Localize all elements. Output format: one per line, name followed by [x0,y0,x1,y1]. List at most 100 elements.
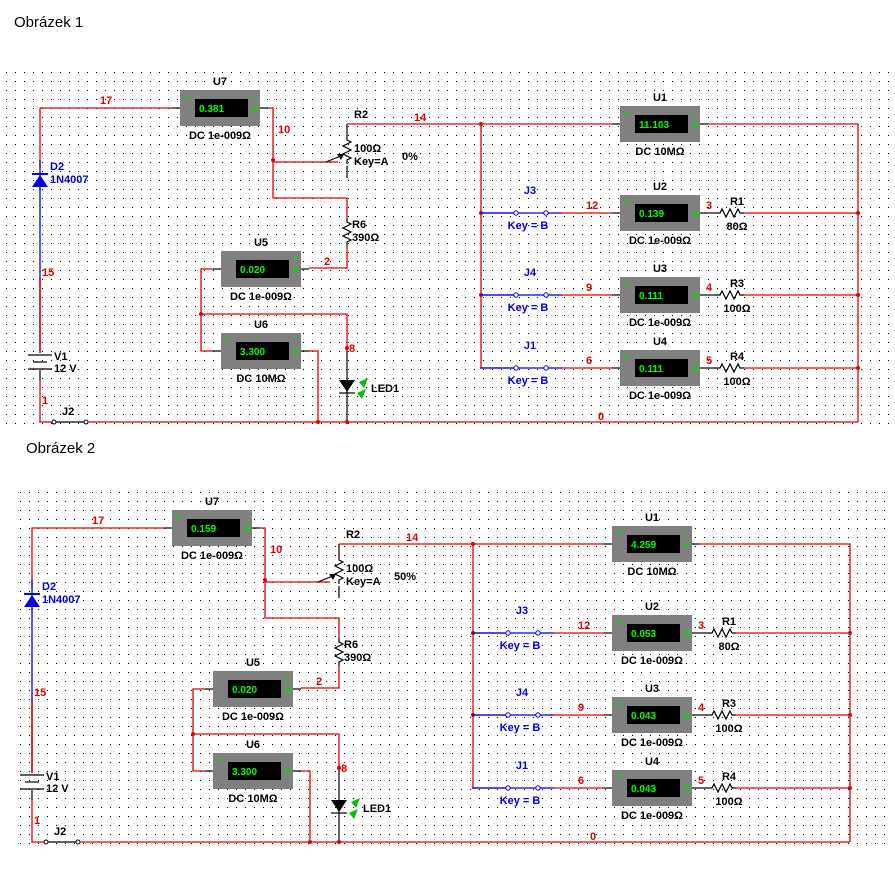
grid-dot [794,528,795,529]
grid-dot [429,153,430,154]
grid-dot [240,225,241,226]
grid-dot [857,564,858,565]
grid-dot [582,144,583,145]
grid-dot [402,405,403,406]
grid-dot [600,72,601,73]
grid-dot [258,369,259,370]
grid-dot [501,243,502,244]
grid-dot [789,279,790,280]
grid-dot [420,117,421,118]
grid-dot [443,528,444,529]
grid-dot [294,234,295,235]
grid-dot [105,378,106,379]
grid-dot [798,414,799,415]
grid-dot [177,225,178,226]
grid-dot [258,315,259,316]
grid-dot [321,144,322,145]
grid-dot [879,342,880,343]
grid-dot [465,180,466,181]
grid-dot [123,153,124,154]
grid-dot [533,582,534,583]
grid-dot [407,501,408,502]
grid-dot [663,324,664,325]
grid-dot [672,315,673,316]
grid-dot [609,369,610,370]
grid-dot [173,555,174,556]
grid-dot [105,234,106,235]
grid-dot [173,564,174,565]
grid-dot [411,405,412,406]
grid-dot [726,162,727,163]
grid-dot [546,288,547,289]
grid-dot [290,492,291,493]
grid-dot [263,555,264,556]
grid-dot [267,171,268,172]
grid-dot [416,510,417,511]
grid-dot [303,396,304,397]
grid-dot [276,90,277,91]
grid-dot [402,144,403,145]
grid-dot [470,582,471,583]
grid-dot [834,423,835,424]
grid-dot [150,225,151,226]
grid-dot [393,234,394,235]
grid-dot [879,216,880,217]
grid-dot [717,234,718,235]
grid-dot [141,135,142,136]
grid-dot [492,252,493,253]
grid-dot [519,423,520,424]
grid-dot [114,198,115,199]
grid-dot [276,234,277,235]
grid-dot [299,564,300,565]
grid-dot [150,333,151,334]
grid-dot [600,207,601,208]
grid-dot [447,162,448,163]
grid-dot [186,378,187,379]
grid-dot [618,171,619,172]
grid-dot [506,510,507,511]
grid-dot [866,510,867,511]
grid-dot [222,387,223,388]
grid-dot [155,582,156,583]
grid-dot [87,90,88,91]
grid-dot [735,108,736,109]
grid-dot [258,243,259,244]
grid-dot [42,423,43,424]
grid-dot [447,153,448,154]
grid-dot [78,117,79,118]
grid-dot [330,414,331,415]
grid-dot [303,99,304,100]
grid-dot [713,528,714,529]
grid-dot [330,189,331,190]
grid-dot [870,252,871,253]
grid-dot [569,546,570,547]
grid-dot [51,90,52,91]
grid-dot [60,333,61,334]
grid-dot [357,423,358,424]
grid-dot [816,396,817,397]
grid-dot [686,492,687,493]
grid-dot [177,360,178,361]
grid-dot [150,216,151,217]
grid-dot [51,153,52,154]
grid-dot [852,414,853,415]
grid-dot [105,270,106,271]
grid-dot [87,99,88,100]
grid-dot [821,492,822,493]
grid-dot [132,216,133,217]
grid-dot [888,108,889,109]
grid-dot [177,261,178,262]
grid-dot [474,225,475,226]
grid-dot [173,492,174,493]
grid-dot [807,81,808,82]
grid-dot [735,225,736,226]
grid-dot [402,207,403,208]
grid-dot [789,306,790,307]
grid-dot [852,99,853,100]
grid-dot [816,252,817,253]
grid-dot [605,501,606,502]
grid-dot [42,306,43,307]
grid-dot [870,378,871,379]
grid-dot [6,369,7,370]
grid-dot [173,573,174,574]
